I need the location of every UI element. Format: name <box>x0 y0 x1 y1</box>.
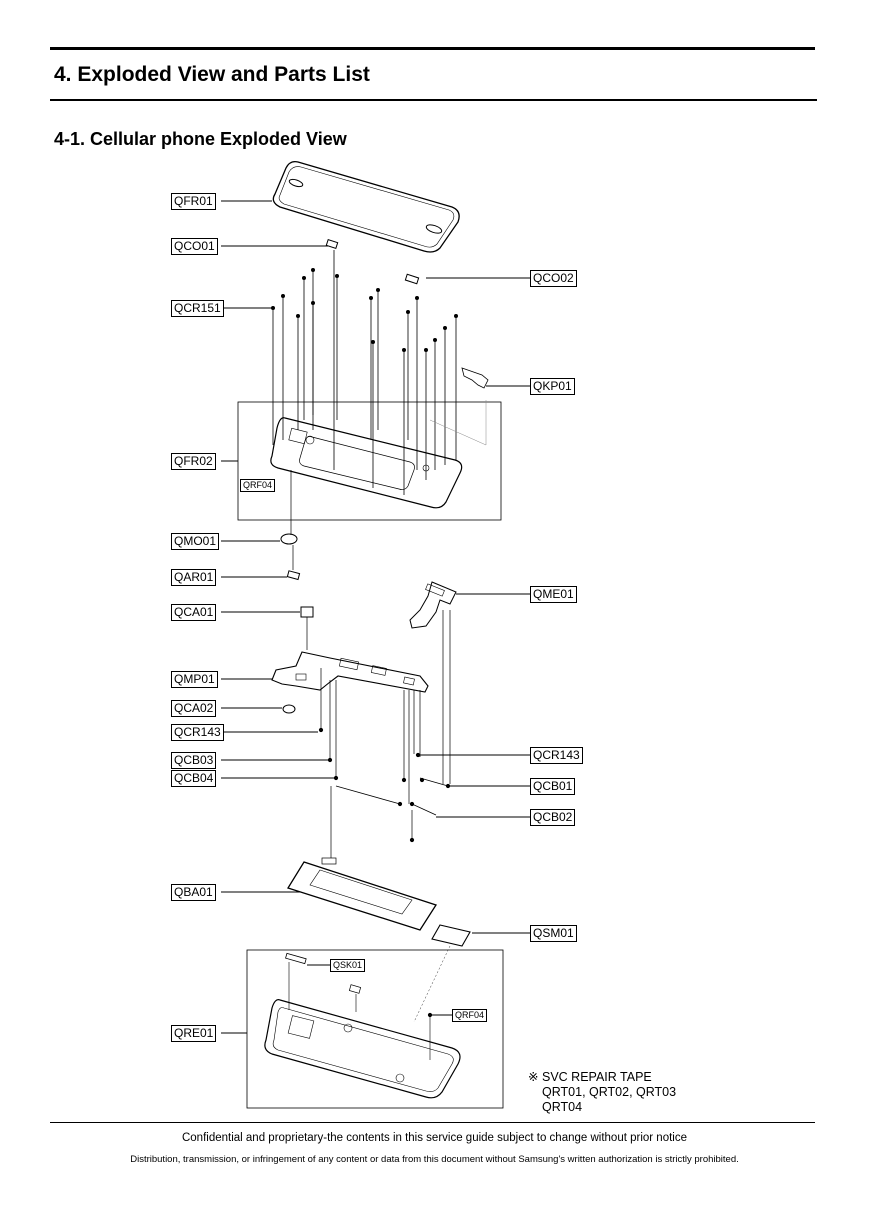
top-rule <box>50 47 815 50</box>
part-label-qcb04: QCB04 <box>171 770 217 787</box>
battery-part <box>287 857 438 931</box>
part-label-qcr143-left: QCR143 <box>171 724 224 741</box>
front-glass-part <box>272 160 460 253</box>
part-label-qfr02: QFR02 <box>171 453 216 470</box>
footer-distribution-notice: Distribution, transmission, or infringem… <box>130 1154 739 1165</box>
main-pcb-part <box>271 651 429 693</box>
part-label-qmp01: QMP01 <box>171 671 218 688</box>
part-label-qkp01: QKP01 <box>530 378 575 395</box>
part-label-qsm01: QSM01 <box>530 925 577 942</box>
part-label-qca02: QCA02 <box>171 700 217 717</box>
part-label-qcb02: QCB02 <box>530 809 576 826</box>
part-label-qcr143-right: QCR143 <box>530 747 583 764</box>
part-label-qfr01: QFR01 <box>171 193 216 210</box>
part-label-qar01: QAR01 <box>171 569 217 586</box>
section-title: 4. Exploded View and Parts List <box>54 63 370 86</box>
part-label-qre01: QRE01 <box>171 1025 217 1042</box>
part-label-qco02: QCO02 <box>530 270 577 287</box>
mid-frame-part <box>270 417 463 509</box>
part-label-qcb03: QCB03 <box>171 752 217 769</box>
subsection-title: 4-1. Cellular phone Exploded View <box>54 129 347 149</box>
note-line-2: QRT01, QRT02, QRT03 <box>542 1085 677 1099</box>
svc-repair-tape-note: ※SVC REPAIR TAPE QRT01, QRT02, QRT03 QRT… <box>528 1070 676 1115</box>
part-label-qrf04-bottom: QRF04 <box>452 1009 488 1022</box>
rear-case-part <box>264 999 461 1099</box>
reference-mark-icon: ※ <box>528 1070 539 1084</box>
footer-rule <box>50 1122 815 1123</box>
part-label-qrf04-top: QRF04 <box>240 479 276 492</box>
part-label-qsk01: QSK01 <box>330 959 366 972</box>
note-line-1: SVC REPAIR TAPE <box>542 1070 652 1084</box>
part-label-qme01: QME01 <box>530 586 577 603</box>
footer-confidential-notice: Confidential and proprietary-the content… <box>181 1132 687 1144</box>
part-label-qcr151: QCR151 <box>171 300 224 317</box>
note-line-3: QRT04 <box>542 1100 583 1114</box>
part-label-qmo01: QMO01 <box>171 533 220 550</box>
part-label-qca01: QCA01 <box>171 604 217 621</box>
part-label-qba01: QBA01 <box>171 884 216 901</box>
title-underline <box>50 99 817 101</box>
part-label-qco01: QCO01 <box>171 238 218 255</box>
part-label-qcb01: QCB01 <box>530 778 576 795</box>
